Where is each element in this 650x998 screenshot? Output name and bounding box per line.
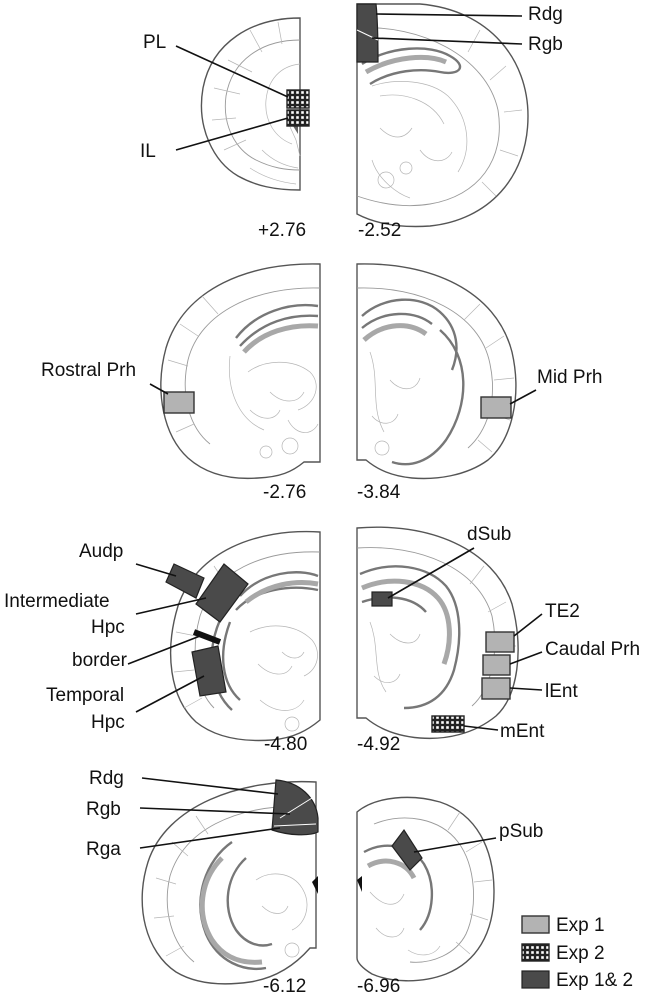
region-temporal-hpc [191,645,227,697]
label-ment: mEnt [500,721,545,742]
cortex-inner-boundary [166,805,301,963]
section-plus-2-76: PL IL +2.76 [140,17,310,241]
brain-outline [356,796,495,982]
label-border: border [72,650,128,671]
coordinate-label: +2.76 [258,220,306,241]
brain-outline [200,17,301,191]
leader-rga [139,827,281,849]
region-border [192,629,222,645]
region-mid-prh [480,396,512,419]
region-pl [286,89,310,109]
label-rostral-prh: Rostral Prh [41,360,136,381]
leader-psub [413,837,497,853]
legend-label: Exp 2 [556,943,605,964]
legend-swatch-dark-gray [521,970,550,989]
label-psub: pSub [499,821,543,842]
coordinate-label: -6.12 [263,976,306,997]
label-mid-prh: Mid Prh [537,367,602,388]
legend-item-exp2: Exp 2 [521,943,605,964]
label-hpc-temporal: Hpc [91,712,125,733]
region-il [286,109,310,127]
coordinate-label: -4.92 [357,734,400,755]
leader-mid-prh [509,389,537,405]
section-minus-2-52: Rdg Rgb -2.52 [356,3,563,241]
leader-rostral-prh [149,383,169,395]
leader-te2 [513,613,543,637]
brain-outline [160,263,321,480]
section-minus-6-96: pSub -6.96 [356,796,543,997]
leader-rdg [141,777,279,795]
legend-item-exp1-and-2: Exp 1& 2 [521,970,633,991]
coordinate-label: -6.96 [357,976,400,997]
region-intermediate-hpc [195,563,249,623]
coordinate-label: -2.52 [358,220,401,241]
leader-border [127,635,201,665]
region-rostral-prh [163,391,195,414]
brain-outline [356,3,529,228]
region-dsub [371,591,393,607]
label-lent: lEnt [545,681,578,702]
cortex-inner-boundary [356,27,500,206]
label-caudal-prh: Caudal Prh [545,639,640,660]
legend-item-exp1: Exp 1 [521,915,605,936]
region-psub [391,828,423,871]
section-minus-3-84: Mid Prh -3.84 [356,263,602,503]
label-rga: Rga [86,839,121,860]
label-rgb: Rgb [86,799,121,820]
label-rdg: Rdg [89,768,124,789]
region-caudal-prh [482,654,511,676]
label-rdg: Rdg [528,4,563,25]
label-temporal: Temporal [46,685,124,706]
label-rgb: Rgb [528,34,563,55]
leader-intermediate-hpc [135,597,207,615]
leader-pl [175,45,289,98]
brain-outline [356,263,517,480]
cortex-inner-boundary [224,39,301,171]
label-il: IL [140,141,156,162]
legend-label: Exp 1& 2 [556,970,633,991]
leader-temporal-hpc [135,675,205,713]
region-ment [431,715,465,733]
cortex-inner-boundary [356,287,493,449]
legend-label: Exp 1 [556,915,605,936]
region-rdg-rgb [356,3,379,63]
leader-ment [463,725,499,731]
leader-rgb [371,37,523,45]
leader-il [175,117,289,151]
cortex-inner-boundary [184,287,321,445]
coordinate-label: -2.76 [263,482,306,503]
region-te2 [485,631,515,653]
label-audp: Audp [79,541,123,562]
brain-outline [169,530,321,742]
label-pl: PL [143,32,166,53]
cortex-inner-boundary [373,817,474,963]
region-lent [481,677,511,700]
leader-dsub [387,547,475,599]
legend: Exp 1 Exp 2 Exp 1& 2 [521,915,633,991]
legend-swatch-grid [521,943,550,962]
coordinate-label: -4.80 [264,734,307,755]
region-audp [165,563,205,599]
label-te2: TE2 [545,601,580,622]
leader-caudal-prh [509,651,543,665]
label-intermediate: Intermediate [4,591,110,612]
section-minus-4-92: dSub TE2 Caudal Prh lEnt mEnt -4.92 [356,524,640,755]
leader-rgb [139,807,291,815]
section-minus-4-80: Audp Intermediate Hpc border Temporal Hp… [4,530,321,755]
region-rdg-rgb-rga [271,779,319,836]
section-minus-2-76: Rostral Prh -2.76 [41,263,321,503]
section-minus-6-12: Rdg Rgb Rga -6.12 [86,768,319,997]
leader-audp [135,563,177,577]
leader-lent [509,687,543,691]
coordinate-label: -3.84 [357,482,401,503]
legend-swatch-light-gray [521,915,550,934]
label-dsub: dSub [467,524,511,545]
label-hpc-intermediate: Hpc [91,617,125,638]
leader-rdg [375,13,523,17]
